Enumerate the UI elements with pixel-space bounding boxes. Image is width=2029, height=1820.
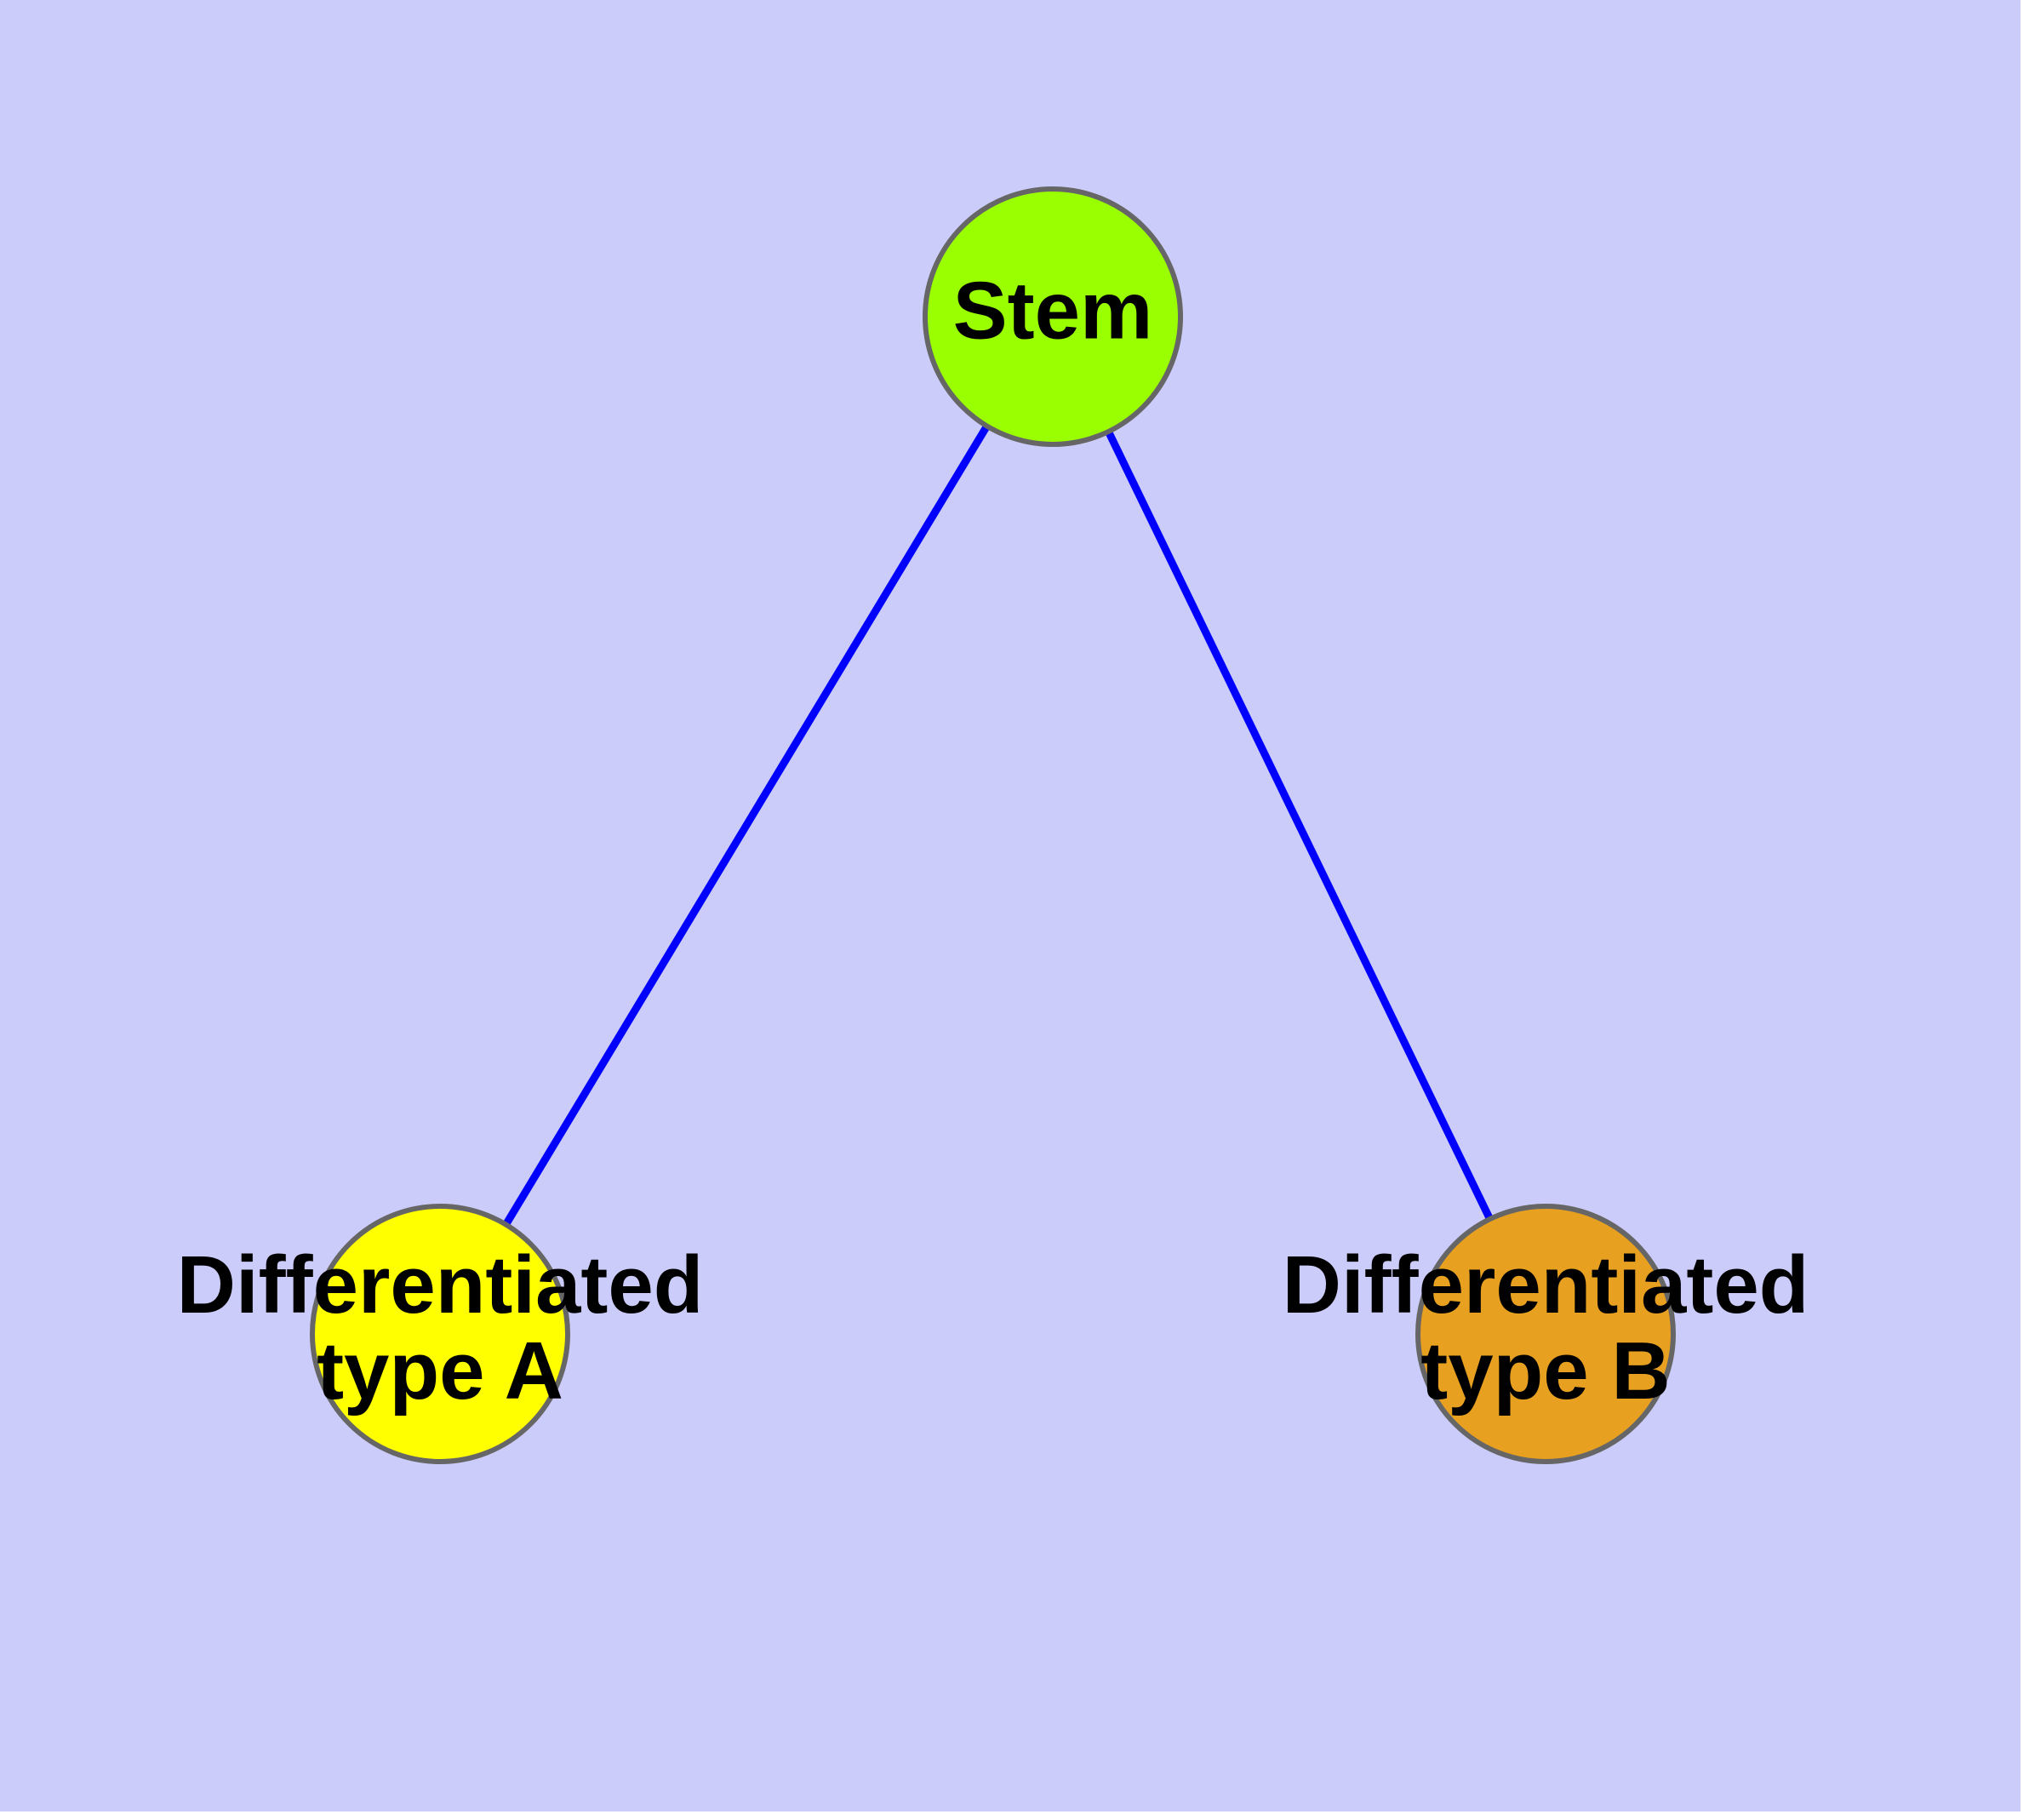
- node-differentiated-type-b-circle[interactable]: [1415, 1204, 1676, 1464]
- node-layer: Stem Differentiated type A Differentiate…: [177, 186, 1809, 1464]
- node-differentiated-type-b-label-line-1: Differentiated: [1283, 1239, 1809, 1331]
- node-stem-circle[interactable]: [923, 186, 1183, 447]
- node-stem[interactable]: Stem: [923, 186, 1183, 447]
- node-differentiated-type-b[interactable]: Differentiated type B: [1283, 1204, 1809, 1464]
- node-differentiated-type-a-label-line-1: Differentiated: [177, 1239, 704, 1331]
- node-differentiated-type-a-circle[interactable]: [310, 1204, 570, 1464]
- node-stem-label-line-1: Stem: [953, 265, 1153, 356]
- edge-layer: [503, 425, 1494, 1226]
- node-differentiated-type-b-label-line-2: type B: [1420, 1325, 1670, 1417]
- edge-stem-to-differentiated-type-a[interactable]: [503, 425, 990, 1226]
- node-differentiated-type-a-label-line-2: type A: [317, 1325, 563, 1417]
- node-differentiated-type-a[interactable]: Differentiated type A: [177, 1204, 704, 1464]
- edge-stem-to-differentiated-type-b[interactable]: [1105, 430, 1494, 1221]
